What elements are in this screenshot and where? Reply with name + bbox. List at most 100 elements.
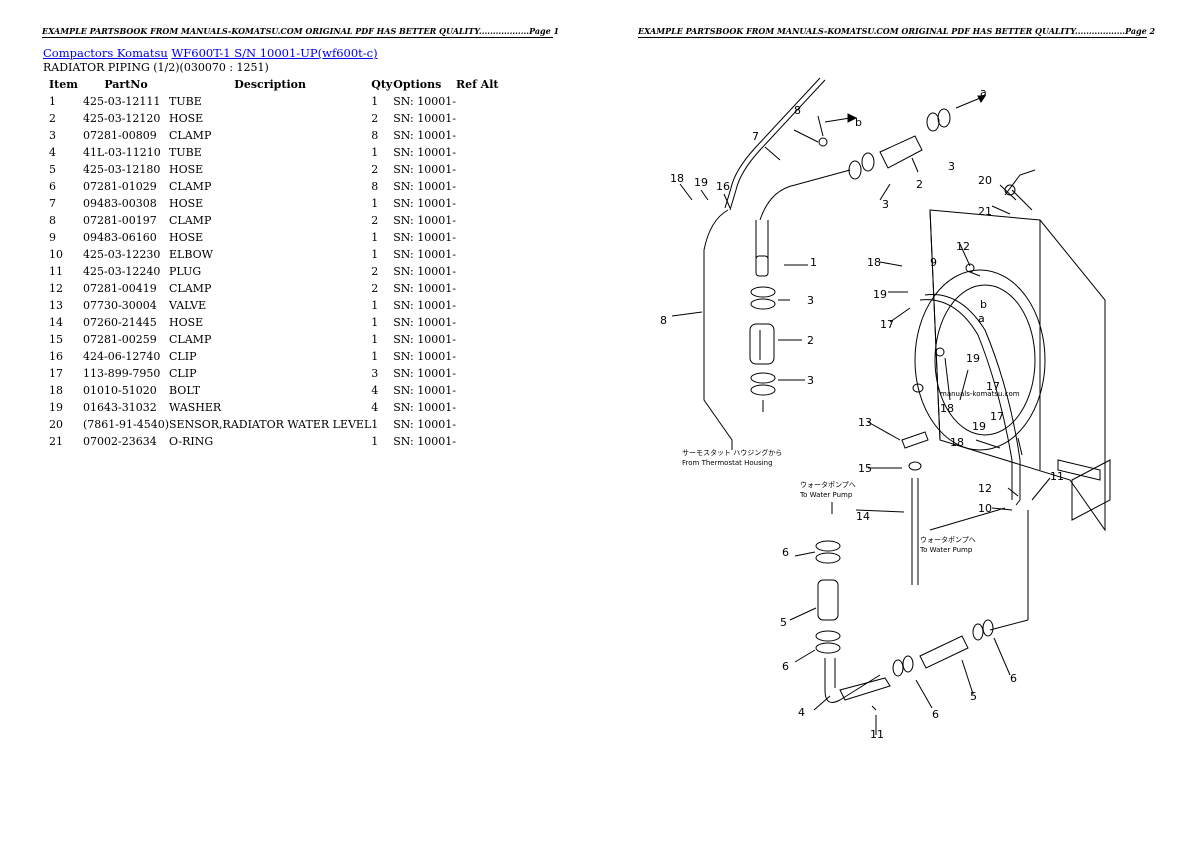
callout-2-left: 2 xyxy=(807,334,814,347)
cell-refalt xyxy=(456,399,502,416)
cell-item: 4 xyxy=(49,146,56,159)
cell-partno: 425-03-12111 xyxy=(83,95,161,108)
cell-options: SN: 10001- xyxy=(393,129,456,142)
cell-options: SN: 10001- xyxy=(393,180,456,193)
callout-18-lower: 18 xyxy=(950,436,964,449)
cell-description: CLAMP xyxy=(169,214,212,227)
cell-options: SN: 10001- xyxy=(393,350,456,363)
cell-description: TUBE xyxy=(169,146,202,159)
cell-description: CLAMP xyxy=(169,333,212,346)
cell-description: CLAMP xyxy=(169,282,212,295)
cell-qty: 8 xyxy=(371,180,379,193)
cell-description: HOSE xyxy=(169,197,204,210)
col-description: Description xyxy=(234,77,306,91)
cell-refalt xyxy=(456,280,502,297)
cell-partno: 07281-01029 xyxy=(83,180,157,193)
callout-18-right: 18 xyxy=(940,402,954,415)
callout-18-mid: 18 xyxy=(867,256,881,269)
cell-item: 12 xyxy=(49,282,63,295)
cell-partno: 113-899-7950 xyxy=(83,367,161,380)
cell-description: HOSE xyxy=(169,316,204,329)
callout-12-top: 12 xyxy=(956,240,970,253)
callout-b-right: b xyxy=(980,298,987,311)
cell-item: 13 xyxy=(49,299,63,312)
callout-6-bottom: 6 xyxy=(932,708,939,721)
col-qty: Qty xyxy=(371,77,393,91)
cell-refalt xyxy=(456,195,502,212)
cell-qty: 2 xyxy=(371,265,379,278)
cell-item: 18 xyxy=(49,384,63,397)
cell-options: SN: 10001- xyxy=(393,146,456,159)
cell-partno: 09483-00308 xyxy=(83,197,157,210)
callout-4: 4 xyxy=(798,706,805,719)
cell-options: SN: 10001- xyxy=(393,197,456,210)
callout-3-top: 3 xyxy=(948,160,955,173)
callout-1-left: 1 xyxy=(810,256,817,269)
cell-refalt xyxy=(456,144,502,161)
cell-options: SN: 10001- xyxy=(393,214,456,227)
hose-14 xyxy=(901,431,929,585)
page-title: RADIATOR PIPING (1/2)(030070 : 1251) xyxy=(43,61,269,74)
callout-17-lower: 17 xyxy=(990,410,1004,423)
breadcrumb: Compactors Komatsu WF600T-1 S/N 10001-UP… xyxy=(43,46,378,60)
breadcrumb-model-link[interactable]: WF600T-1 S/N 10001-UP(wf600t-c) xyxy=(171,46,378,60)
cell-item: 20 xyxy=(49,418,63,431)
cell-options: SN: 10001- xyxy=(393,112,456,125)
cell-refalt xyxy=(456,297,502,314)
cell-partno: 07281-00419 xyxy=(83,282,157,295)
callout-6-upper: 6 xyxy=(782,546,789,559)
callout-a-right: a xyxy=(978,312,985,325)
callout-19-mid: 19 xyxy=(873,288,887,301)
cell-qty: 2 xyxy=(371,214,379,227)
page-header-left: EXAMPLE PARTSBOOK FROM MANUALS-KOMATSU.C… xyxy=(42,26,560,38)
callout-19-lower: 19 xyxy=(972,420,986,433)
cell-options: SN: 10001- xyxy=(393,367,456,380)
callout-11-bottom: 11 xyxy=(870,728,884,741)
cell-qty: 8 xyxy=(371,129,379,142)
cell-description: HOSE xyxy=(169,163,204,176)
callout-3-mid: 3 xyxy=(882,198,889,211)
hose-2-upper xyxy=(818,95,986,180)
cell-item: 15 xyxy=(49,333,63,346)
cell-options: SN: 10001- xyxy=(393,163,456,176)
col-partno: PartNo xyxy=(104,77,148,91)
cell-refalt xyxy=(456,382,502,399)
cell-partno: 01643-31032 xyxy=(83,401,157,414)
callout-10: 10 xyxy=(978,502,992,515)
callout-a-top: a xyxy=(980,86,987,99)
cell-description: CLAMP xyxy=(169,180,212,193)
parts-table: Item PartNo Description Qty Options Ref … xyxy=(43,77,502,450)
cell-partno: 425-03-12230 xyxy=(83,248,161,261)
callout-16: 16 xyxy=(716,180,730,193)
callout-20: 20 xyxy=(978,174,992,187)
callout-leaders xyxy=(671,115,1051,735)
cell-qty: 3 xyxy=(371,367,379,380)
cell-partno: 01010-51020 xyxy=(83,384,157,397)
callout-5-left: 5 xyxy=(780,616,787,629)
callout-15: 15 xyxy=(858,462,872,475)
cell-partno: 07002-23634 xyxy=(83,435,157,448)
callout-6-bottom-right: 6 xyxy=(1010,672,1017,685)
callout-labels: a b 8 7 2 3 3 18 19 16 1 3 2 3 8 18 19 1… xyxy=(660,86,1064,741)
breadcrumb-category-link[interactable]: Compactors Komatsu xyxy=(43,46,168,60)
cell-partno: 09483-06160 xyxy=(83,231,157,244)
cell-item: 21 xyxy=(49,435,63,448)
callout-6-left: 6 xyxy=(782,660,789,673)
cell-partno: 425-03-12120 xyxy=(83,112,161,125)
cell-refalt xyxy=(456,127,502,144)
cell-item: 10 xyxy=(49,248,63,261)
cell-partno: (7861-91-4540) xyxy=(83,418,170,431)
cell-item: 1 xyxy=(49,95,56,108)
cell-refalt xyxy=(456,314,502,331)
note-waterpump1-jp: ウォータポンプへ xyxy=(800,480,856,489)
cell-qty: 4 xyxy=(371,384,379,397)
